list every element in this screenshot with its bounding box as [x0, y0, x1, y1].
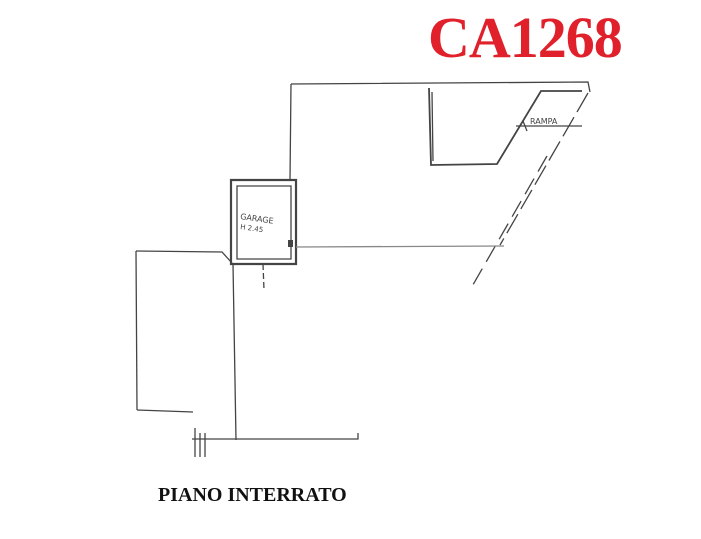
plan-ramp-wall: [428, 87, 582, 166]
plan-garage-door-line: [262, 263, 265, 291]
plan-garage-inner: [236, 185, 292, 260]
plan-middle-wall: [295, 245, 505, 248]
plan-dashed-boundary-1: [499, 92, 589, 246]
plan-left-wall: [135, 250, 138, 411]
plan-ramp-tick: [522, 120, 528, 132]
plan-garage-pillar: [288, 240, 293, 247]
garage-height-label: H 2.45: [240, 223, 264, 234]
plan-outer-wall-top: [290, 81, 591, 93]
plan-dashed-boundary-2: [469, 155, 548, 291]
ramp-label: RAMPA: [530, 117, 558, 126]
plan-inner-wall: [232, 263, 237, 441]
plan-step-left: [136, 409, 194, 413]
plan-garage-outer: [229, 178, 298, 266]
plan-left-wall-top: [135, 250, 233, 264]
floor-label: PIANO INTERRATO: [158, 484, 347, 506]
plan-bottom-wall: [192, 433, 359, 440]
plan-ramp-wall-inner: [431, 91, 434, 162]
plan-outer-wall-left-upper: [289, 83, 292, 181]
property-code: CA1268: [428, 5, 623, 70]
